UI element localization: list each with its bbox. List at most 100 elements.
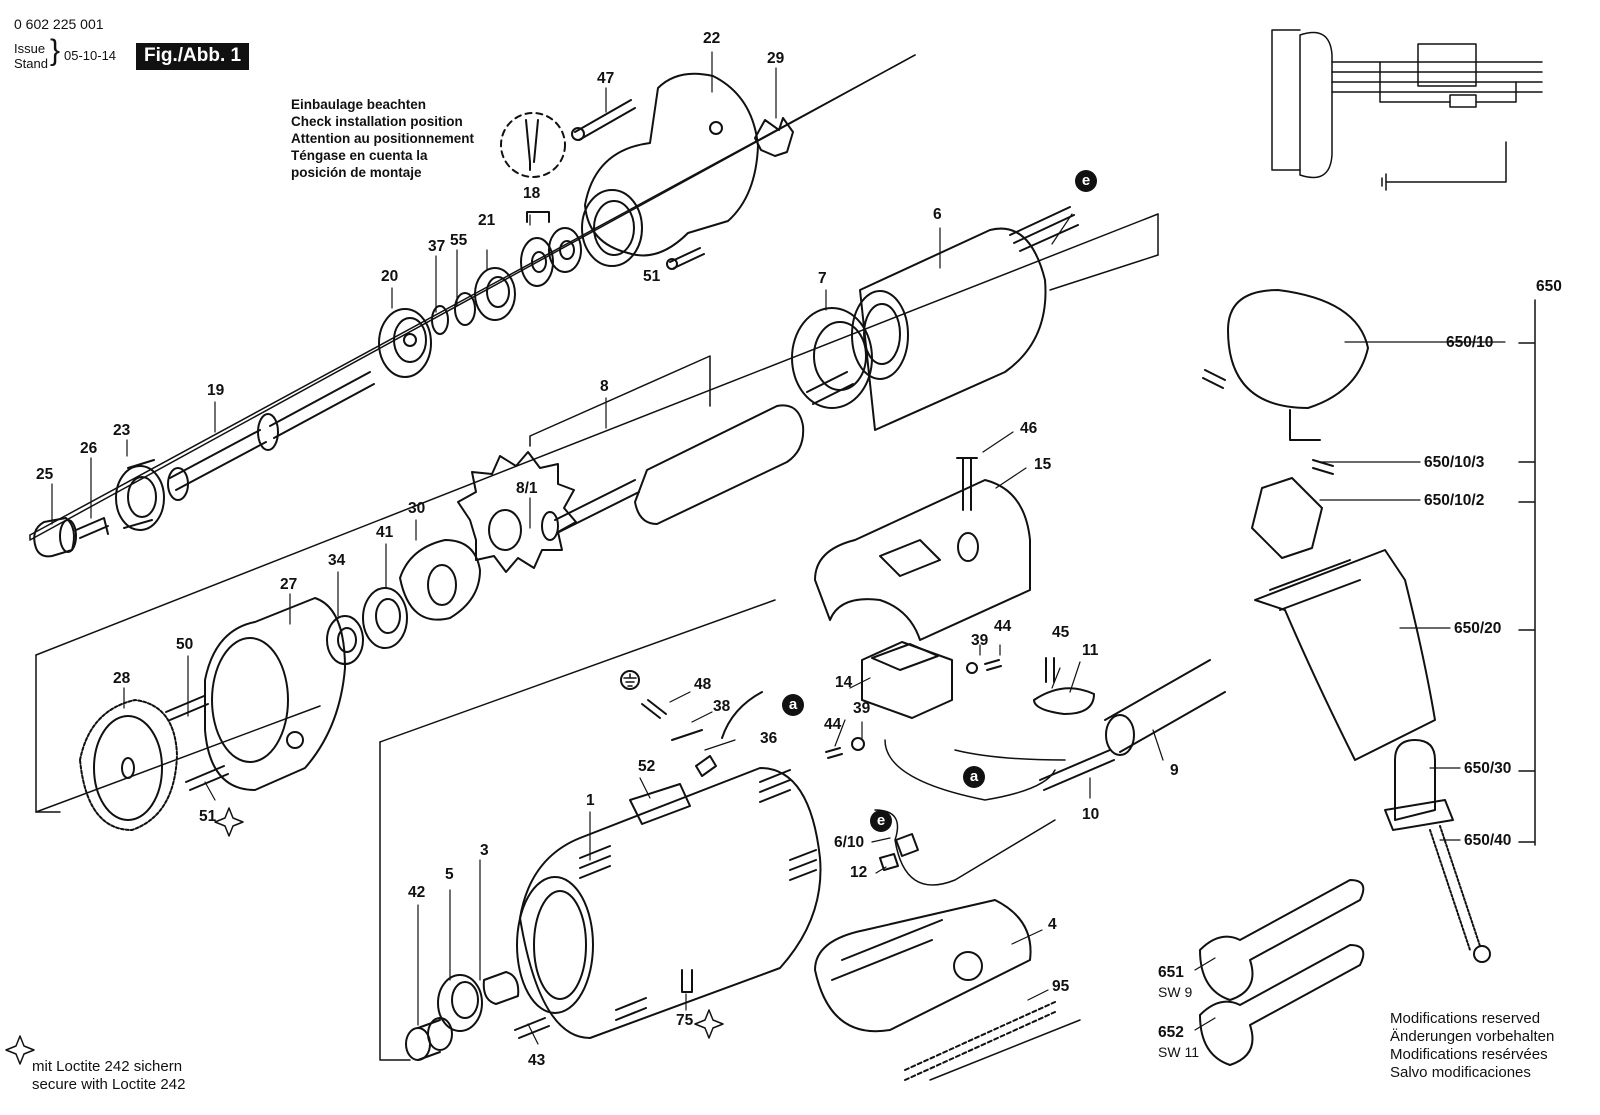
part-label: 8/1 xyxy=(516,480,538,497)
part-8-armature xyxy=(554,371,854,533)
loctite-symbol-icon xyxy=(694,1009,724,1039)
note-line: Modifications reserved xyxy=(1390,1010,1541,1027)
marker-a: a xyxy=(963,766,985,788)
part-15-cover xyxy=(814,479,1031,641)
part-label: 44 xyxy=(994,618,1012,635)
kit-650-30-sleeve xyxy=(1394,739,1436,821)
install-detail-circle xyxy=(500,112,566,178)
part-21-bearing xyxy=(474,267,516,321)
kit-label: 650/30 xyxy=(1464,760,1512,777)
part-18-washer-a xyxy=(520,237,554,287)
part-30-bearing-plate xyxy=(399,539,481,621)
part-6-field xyxy=(859,227,1047,431)
part-label: 45 xyxy=(1052,624,1070,641)
part-36-terminal xyxy=(695,755,717,777)
part-label: 50 xyxy=(176,636,194,653)
part-label: 25 xyxy=(36,466,54,483)
part-12-connector xyxy=(879,853,899,871)
part-5-ring xyxy=(437,974,483,1032)
part-label: 43 xyxy=(528,1052,546,1069)
note-line: posición de montaje xyxy=(291,165,422,180)
marker-e: e xyxy=(1075,170,1097,192)
part-label: 23 xyxy=(113,422,131,439)
part-11-clamp xyxy=(1033,687,1095,715)
part-22-housing xyxy=(584,72,759,257)
part-23-ring xyxy=(115,465,165,531)
part-39-washer-a xyxy=(966,662,978,674)
part-45-screw xyxy=(1045,657,1055,683)
wrench-size: SW 11 xyxy=(1158,1044,1199,1060)
part-39-washer-b xyxy=(851,737,865,751)
wrench-label: 652 xyxy=(1158,1024,1184,1041)
stand-label: Stand xyxy=(14,56,48,71)
part-18-washer-b xyxy=(548,227,582,273)
part-48-screw xyxy=(641,699,667,719)
part-label: 51 xyxy=(643,268,661,285)
kit-label: 650/10/3 xyxy=(1424,454,1485,471)
part-51-screw-lower xyxy=(185,765,229,791)
part-label: 14 xyxy=(835,674,853,691)
ground-symbol-icon xyxy=(620,670,640,690)
part-number: 0 602 225 001 xyxy=(14,16,104,32)
brace-icon: } xyxy=(50,34,61,67)
part-label: 22 xyxy=(703,30,721,47)
group-frame-middle xyxy=(35,654,61,813)
part-20-bearing xyxy=(378,308,432,378)
part-label: 52 xyxy=(638,758,656,775)
part-9-grip xyxy=(1104,659,1226,753)
part-50-screw xyxy=(165,695,209,721)
part-label: 36 xyxy=(760,730,778,747)
part-label: 11 xyxy=(1082,642,1099,659)
note-line: Einbaulage beachten xyxy=(291,97,427,112)
part-label: 7 xyxy=(818,270,827,287)
part-label: 29 xyxy=(767,50,785,67)
part-label: 6/10 xyxy=(834,834,865,851)
wrench-size: SW 9 xyxy=(1158,984,1193,1000)
part-label: 46 xyxy=(1020,420,1038,437)
part-4-handle-shell xyxy=(814,899,1032,1033)
note-line: Check installation position xyxy=(291,114,463,129)
part-label: 1 xyxy=(586,792,595,809)
part-label: 4 xyxy=(1048,916,1057,933)
part-label: 95 xyxy=(1052,978,1070,995)
part-label: 75 xyxy=(676,1012,694,1029)
leader-lines xyxy=(51,51,1506,1045)
kit-label: 650/10 xyxy=(1446,334,1494,351)
installation-note: Einbaulage beachten Check installation p… xyxy=(291,96,474,181)
part-label: 41 xyxy=(376,524,394,541)
part-43-screw xyxy=(514,1017,550,1039)
part-label: 27 xyxy=(280,576,298,593)
part-10-cable xyxy=(1039,749,1115,791)
part-label: 47 xyxy=(597,70,615,87)
part-label: 37 xyxy=(428,238,446,255)
kit-label: 650/40 xyxy=(1464,832,1512,849)
wrench-label: 651 xyxy=(1158,964,1184,981)
note-line: Modifications resérvées xyxy=(1390,1046,1548,1063)
kit-650-40-rod xyxy=(1429,825,1481,951)
kit-650-10-3-screw xyxy=(1202,369,1334,475)
part-label: 34 xyxy=(328,552,346,569)
wiring-schematic xyxy=(1271,29,1543,191)
part-label: 38 xyxy=(713,698,731,715)
issue-label: Issue xyxy=(14,41,46,56)
part-95-strip xyxy=(904,1001,1056,1081)
part-label: 28 xyxy=(113,670,131,687)
part-28-gear xyxy=(79,699,178,831)
part-label: 26 xyxy=(80,440,98,457)
part-label: 10 xyxy=(1082,806,1100,823)
wrench-651 xyxy=(1199,879,1365,1001)
part-75-screw xyxy=(681,969,693,993)
part-42-sleeve xyxy=(405,1027,431,1061)
part-label: 15 xyxy=(1034,456,1052,473)
part-38-wire xyxy=(671,691,763,741)
part-51-screw-upper xyxy=(669,247,705,269)
kit-label: 650/20 xyxy=(1454,620,1502,637)
kit-label: 650/10/2 xyxy=(1424,492,1485,509)
part-label: 51 xyxy=(199,808,217,825)
part-27-housing xyxy=(204,597,346,791)
issue-date: 05-10-14 xyxy=(64,48,117,63)
marker-e: e xyxy=(870,810,892,832)
part-25-nut xyxy=(33,517,75,558)
kit-label: 650 xyxy=(1536,278,1562,295)
marker-a: a xyxy=(782,694,804,716)
